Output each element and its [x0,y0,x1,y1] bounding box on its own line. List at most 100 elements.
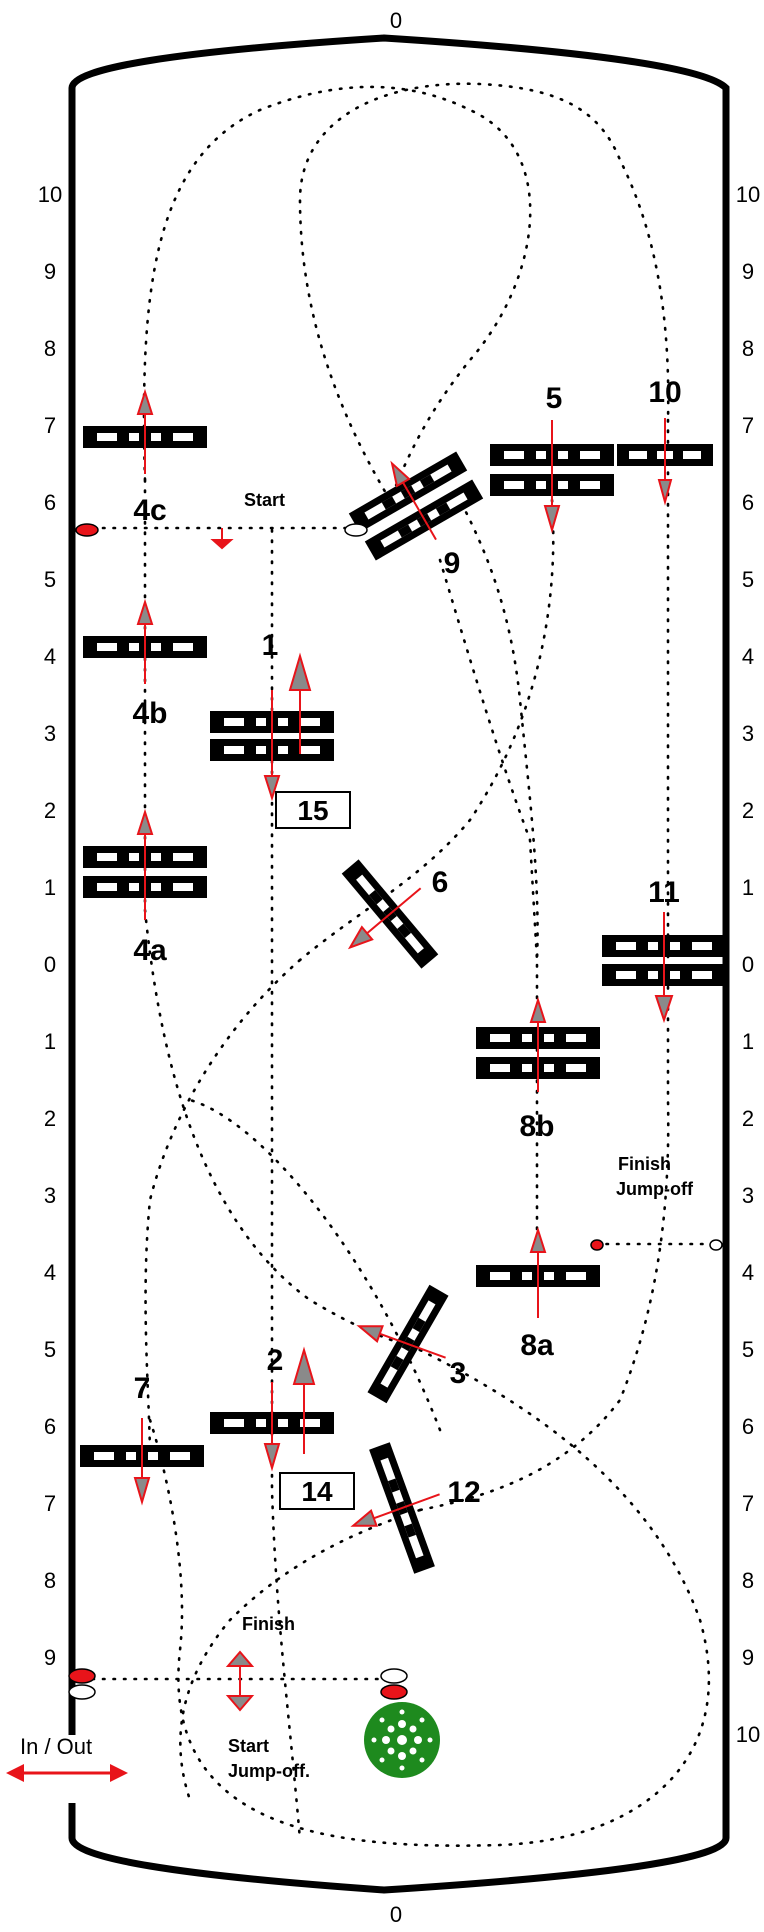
svg-text:2: 2 [44,798,56,823]
finish-jumpoff-label-2: Jump-off [616,1179,694,1199]
svg-text:7: 7 [44,413,56,438]
svg-text:0: 0 [742,952,754,977]
fence-label-1: 1 [262,629,279,662]
svg-text:9: 9 [44,1645,56,1670]
svg-text:5: 5 [44,1337,56,1362]
flower-bed-icon [364,1702,440,1778]
direction-arrows [133,388,674,1527]
svg-text:10: 10 [736,1722,760,1747]
end-label-top: 0 [390,8,402,33]
course-route [80,82,716,1847]
svg-text:10: 10 [38,182,62,207]
svg-text:0: 0 [44,952,56,977]
finish-flag-white-right [380,1668,408,1684]
arrow-12 [350,1493,440,1527]
arrow-6 [347,887,422,950]
start-jumpoff-label-2: Jump-off. [228,1761,310,1781]
svg-text:9: 9 [44,259,56,284]
finish-flag-white [68,1684,96,1700]
jumpoff-box-15: 15 [275,791,351,829]
arrow-11 [654,912,674,1024]
svg-text:7: 7 [742,413,754,438]
start-jumpoff-label-1: Start [228,1736,269,1756]
fence-label-3: 3 [450,1357,467,1390]
left-scale: 10 9 8 7 6 5 4 3 2 1 0 1 2 3 4 5 6 7 8 9 [38,182,62,1670]
in-out-label: In / Out [20,1734,92,1759]
finish-flag-red-right [380,1684,408,1700]
right-scale: 10 9 8 7 6 5 4 3 2 1 0 1 2 3 4 5 6 7 8 9… [736,182,760,1747]
svg-text:3: 3 [742,1183,754,1208]
svg-text:5: 5 [742,1337,754,1362]
fence-label-8a: 8a [520,1329,554,1362]
svg-text:2: 2 [44,1106,56,1131]
end-label-bottom: 0 [390,1902,402,1927]
svg-text:6: 6 [742,490,754,515]
svg-text:9: 9 [742,259,754,284]
fence-label-12: 12 [447,1476,480,1509]
arrow-start [210,528,234,550]
arena-gate [60,1735,84,1803]
jumpoff-flag-white [709,1239,723,1251]
flag-markers [68,523,723,1700]
arrow-2-up [292,1346,316,1454]
svg-text:3: 3 [742,721,754,746]
fence-label-8b: 8b [519,1110,554,1143]
svg-text:1: 1 [44,1029,56,1054]
svg-text:8: 8 [44,336,56,361]
arrow-9 [390,460,437,541]
start-label: Start [244,490,285,510]
svg-text:2: 2 [742,798,754,823]
arrow-10 [657,418,673,506]
svg-text:4: 4 [742,1260,754,1285]
arrow-4b [136,598,154,684]
finish-double-arrow [225,1650,255,1712]
arrow-8b [529,996,547,1092]
svg-text:5: 5 [742,567,754,592]
svg-text:7: 7 [742,1491,754,1516]
svg-text:14: 14 [301,1476,333,1507]
svg-text:6: 6 [44,490,56,515]
svg-text:15: 15 [297,795,328,826]
fence-label-7: 7 [134,1372,151,1405]
svg-text:4: 4 [44,1260,56,1285]
svg-text:7: 7 [44,1491,56,1516]
svg-text:3: 3 [44,1183,56,1208]
svg-text:1: 1 [742,1029,754,1054]
svg-text:6: 6 [44,1414,56,1439]
arrow-1-up [288,652,312,754]
svg-text:2: 2 [742,1106,754,1131]
arrow-5 [543,420,561,534]
svg-text:4: 4 [44,644,56,669]
arrow-7 [133,1418,151,1506]
fence-label-11: 11 [648,876,680,909]
finish-jumpoff-label-1: Finish [618,1154,671,1174]
start-flag-white [344,523,368,537]
arena-outline [68,34,730,1894]
svg-text:9: 9 [742,1645,754,1670]
jumpoff-flag-red [590,1239,604,1251]
finish-flag-red [68,1668,96,1684]
arrow-4c [136,388,154,474]
svg-text:1: 1 [44,875,56,900]
svg-text:10: 10 [736,182,760,207]
fence-label-2: 2 [267,1344,284,1377]
svg-text:3: 3 [44,721,56,746]
arrow-4a [136,808,154,920]
svg-text:6: 6 [742,1414,754,1439]
fence-label-6: 6 [432,866,449,899]
arrow-3 [356,1325,446,1359]
fence-label-5: 5 [546,382,563,415]
svg-text:8: 8 [44,1568,56,1593]
finish-label: Finish [242,1614,295,1634]
arrow-1-down [263,690,281,802]
fence-label-4c: 4c [133,494,166,527]
svg-text:8: 8 [742,1568,754,1593]
in-out-arrow [6,1764,128,1782]
svg-text:5: 5 [44,567,56,592]
arrow-2-down [263,1382,281,1472]
start-flag-red [75,523,99,537]
jumpoff-box-14: 14 [279,1472,355,1510]
arrow-8a [529,1226,547,1318]
